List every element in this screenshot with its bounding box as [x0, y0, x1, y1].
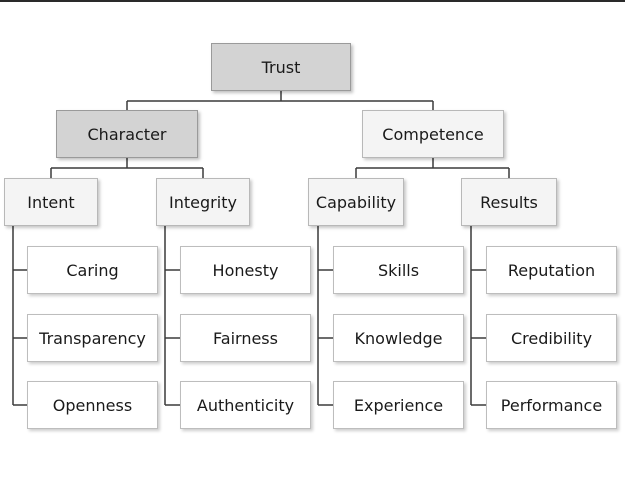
top-border-line [0, 0, 625, 2]
node-character: Character [56, 110, 198, 158]
node-caring-label: Caring [66, 260, 119, 280]
node-openness-label: Openness [52, 395, 133, 415]
node-honesty-label: Honesty [212, 260, 279, 280]
node-knowledge-label: Knowledge [354, 328, 443, 348]
node-capability-label: Capability [315, 192, 397, 212]
node-trust: Trust [211, 43, 351, 91]
node-openness: Openness [27, 381, 158, 429]
node-credibility-label: Credibility [510, 328, 593, 348]
node-competence: Competence [362, 110, 504, 158]
node-performance: Performance [486, 381, 617, 429]
node-competence-label: Competence [382, 124, 484, 144]
node-integrity-label: Integrity [169, 192, 237, 212]
node-skills-label: Skills [377, 260, 420, 280]
node-skills: Skills [333, 246, 464, 294]
node-performance-label: Performance [500, 395, 603, 415]
node-honesty: Honesty [180, 246, 311, 294]
node-authenticity: Authenticity [180, 381, 311, 429]
node-authenticity-label: Authenticity [196, 395, 295, 415]
node-experience-label: Experience [353, 395, 444, 415]
node-caring: Caring [27, 246, 158, 294]
node-knowledge: Knowledge [333, 314, 464, 362]
node-transparency: Transparency [27, 314, 158, 362]
node-reputation: Reputation [486, 246, 617, 294]
node-fairness-label: Fairness [213, 328, 278, 348]
node-experience: Experience [333, 381, 464, 429]
node-trust-label: Trust [261, 57, 301, 77]
node-capability: Capability [308, 178, 404, 226]
node-transparency-label: Transparency [39, 328, 146, 348]
node-integrity: Integrity [156, 178, 250, 226]
node-intent-label: Intent [27, 192, 75, 212]
node-reputation-label: Reputation [507, 260, 596, 280]
node-character-label: Character [87, 124, 167, 144]
node-credibility: Credibility [486, 314, 617, 362]
node-results: Results [461, 178, 557, 226]
node-results-label: Results [480, 192, 538, 212]
node-fairness: Fairness [180, 314, 311, 362]
node-intent: Intent [4, 178, 98, 226]
